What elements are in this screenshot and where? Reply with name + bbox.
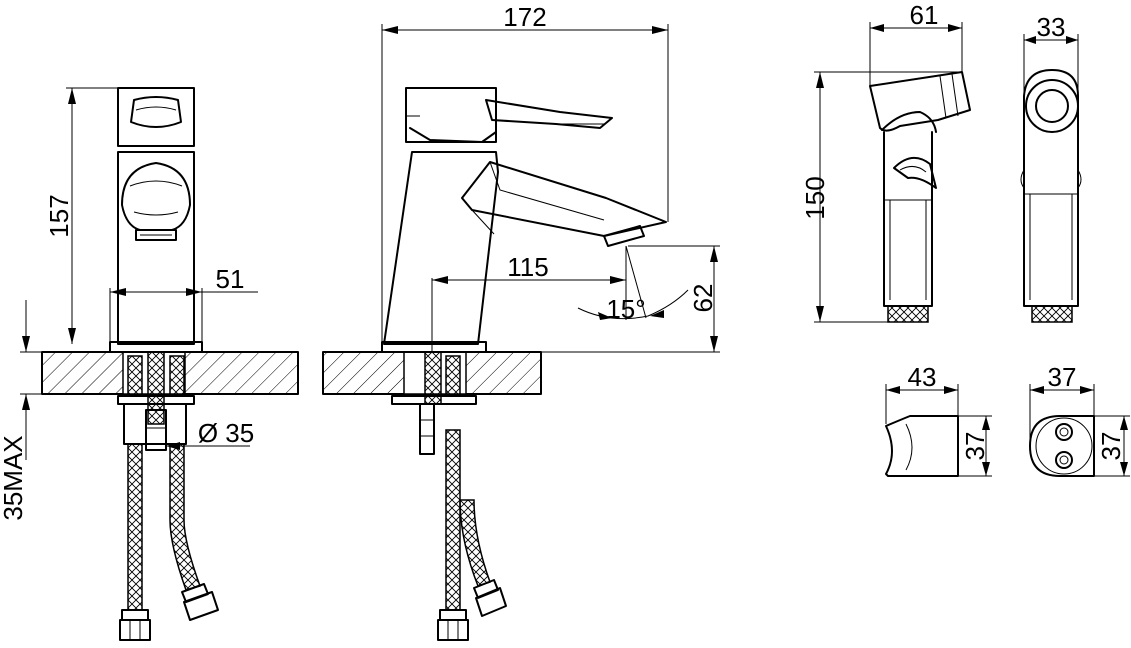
holder-front-view [1029, 415, 1095, 477]
dimension-shower-depth: 33 [1023, 12, 1079, 96]
dimension-overall-length: 172 [381, 2, 669, 342]
dimension-max-thickness: 35MAX [0, 300, 42, 521]
dimension-holder-width: 43 [885, 362, 959, 424]
dim-157: 157 [44, 194, 74, 237]
dimension-spout-reach: 115 [431, 252, 626, 352]
dim-35max: 35MAX [0, 435, 28, 520]
dimension-front-height: 157 [44, 87, 118, 344]
dim-115: 115 [507, 252, 548, 282]
dim-15deg: 15° [606, 294, 645, 324]
dim-37-top: 37 [1048, 362, 1077, 392]
dimension-shank-diameter: Ø 35 [166, 418, 254, 450]
faucet-front-view [109, 87, 219, 641]
dim-61: 61 [910, 0, 939, 30]
dimension-shower-length: 150 [800, 71, 962, 323]
faucet-side-view [381, 87, 667, 641]
dim-51: 51 [216, 264, 245, 294]
dim-150: 150 [800, 176, 830, 219]
dimension-holder-front-height: 37 [1094, 415, 1130, 477]
dimension-spout-clearance: 62 [628, 245, 720, 352]
dim-43: 43 [908, 362, 937, 392]
hand-shower-front-view [1020, 69, 1082, 323]
hand-shower-side-view [869, 71, 971, 323]
dim-d35: Ø 35 [198, 418, 254, 448]
dim-37-side: 37 [960, 432, 990, 461]
dim-172: 172 [503, 2, 546, 32]
dimension-shower-width: 61 [869, 0, 963, 86]
holder-side-view [885, 415, 959, 477]
dim-37-front: 37 [1096, 432, 1126, 461]
dimension-base-width: 51 [109, 264, 258, 342]
dim-33: 33 [1037, 12, 1066, 42]
dimension-spout-angle: 15° [577, 245, 689, 324]
dimension-holder-height: 37 [958, 415, 992, 477]
dim-62: 62 [688, 284, 718, 313]
dimension-holder-depth: 37 [1029, 362, 1095, 440]
